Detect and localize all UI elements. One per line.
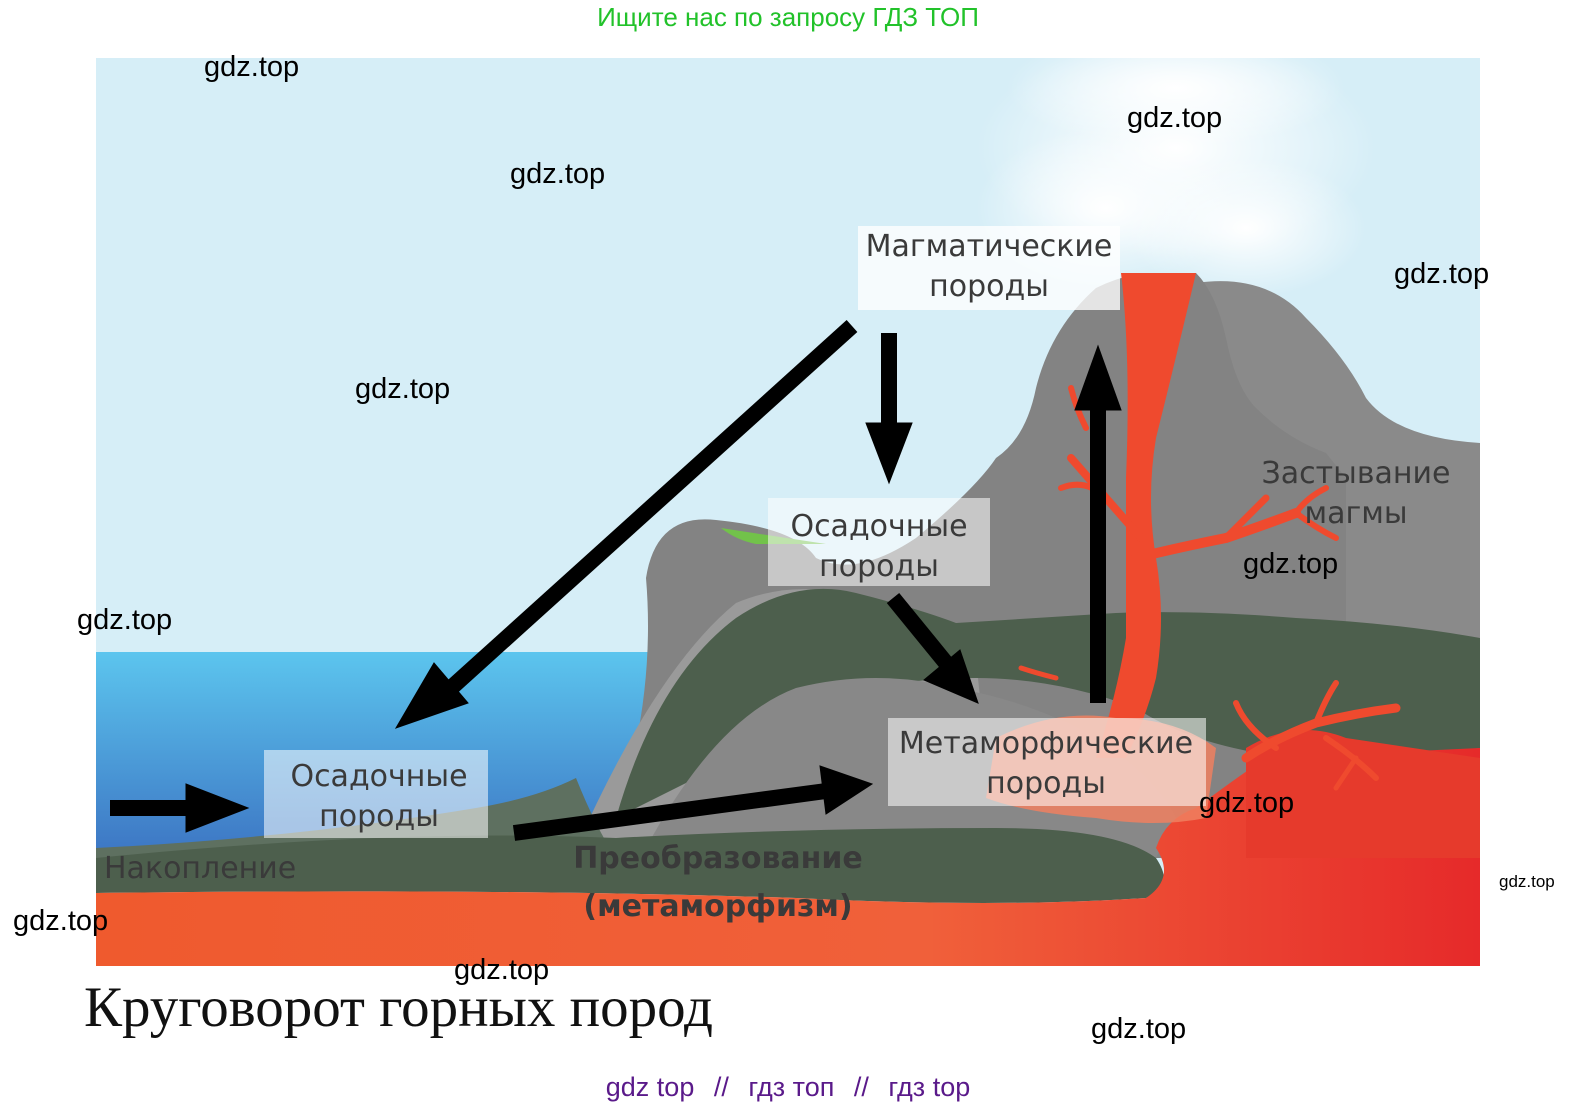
footer-separator: // bbox=[713, 1072, 729, 1102]
magma-conduit bbox=[1096, 273, 1196, 758]
watermark: gdz.top bbox=[1091, 1013, 1187, 1045]
dark-layer-lower bbox=[96, 828, 1164, 903]
solidification-label-line2: магмы bbox=[1304, 496, 1407, 531]
watermark: gdz.top bbox=[204, 51, 300, 83]
sedimentary-left-label-line2: породы bbox=[319, 799, 439, 834]
transformation-label-line2: (метаморфизм) bbox=[583, 889, 852, 924]
watermark: gdz.top bbox=[77, 604, 173, 636]
watermark: gdz.top bbox=[1394, 258, 1490, 290]
footer-separator: // bbox=[853, 1072, 869, 1102]
metamorphic-label-box bbox=[888, 718, 1206, 806]
arrow-left-to-metamorphic bbox=[512, 783, 828, 841]
watermark: gdz.top bbox=[1243, 548, 1339, 580]
sedimentary-mid-label-line2: породы bbox=[819, 549, 939, 584]
watermark: gdz.top bbox=[13, 905, 109, 937]
grass-patch bbox=[721, 528, 826, 544]
footer-link-gdz-top[interactable]: gdz top bbox=[605, 1072, 695, 1102]
footer-link-gdz-top-ru[interactable]: гдз топ bbox=[748, 1072, 835, 1102]
search-banner: Ищите нас по запросу ГДЗ ТОП bbox=[597, 2, 979, 32]
metamorphic-label-line2: породы bbox=[986, 766, 1106, 801]
sedimentary-left-label-box bbox=[264, 750, 488, 838]
igneous-label-line2: породы bbox=[929, 269, 1049, 304]
footer-links: gdz top // гдз топ // гдз top bbox=[0, 1072, 1576, 1103]
sedimentary-left-label-line1: Осадочные bbox=[290, 759, 467, 794]
sedimentary-mid-label-line1: Осадочные bbox=[790, 509, 967, 544]
magma-base bbox=[96, 748, 1480, 966]
watermark: gdz.top bbox=[510, 158, 606, 190]
figure-caption: Круговорот горных пород bbox=[84, 976, 714, 1039]
arrow-sedimentary-to-metamorphic bbox=[886, 592, 953, 669]
footer-link-gdz-top-mixed[interactable]: гдз top bbox=[888, 1072, 971, 1102]
watermark: gdz.top bbox=[355, 373, 451, 405]
watermark: gdz.top bbox=[1199, 787, 1295, 819]
transformation-label-line1: Преобразование bbox=[573, 841, 863, 876]
cycle-arrows bbox=[110, 320, 1122, 841]
igneous-label-box bbox=[858, 226, 1120, 310]
igneous-label-line1: Магматические bbox=[866, 229, 1113, 264]
rock-cycle-diagram: Магматические породы Осадочные породы Ос… bbox=[96, 28, 1480, 966]
watermark: gdz.top bbox=[1127, 102, 1223, 134]
metamorphic-label-line1: Метаморфические bbox=[899, 726, 1193, 761]
dark-layer-upper bbox=[616, 588, 1480, 818]
solidification-label-line1: Застывание bbox=[1262, 456, 1451, 491]
magma-right-pool bbox=[1246, 730, 1480, 858]
eruption-cloud bbox=[976, 28, 1376, 298]
watermark: gdz.top bbox=[454, 954, 550, 986]
accumulation-label: Накопление bbox=[104, 851, 296, 886]
sedimentary-mid-label-box bbox=[768, 498, 990, 586]
watermark: gdz.top bbox=[1499, 872, 1555, 891]
arrow-igneous-to-sedimentary bbox=[445, 320, 858, 694]
